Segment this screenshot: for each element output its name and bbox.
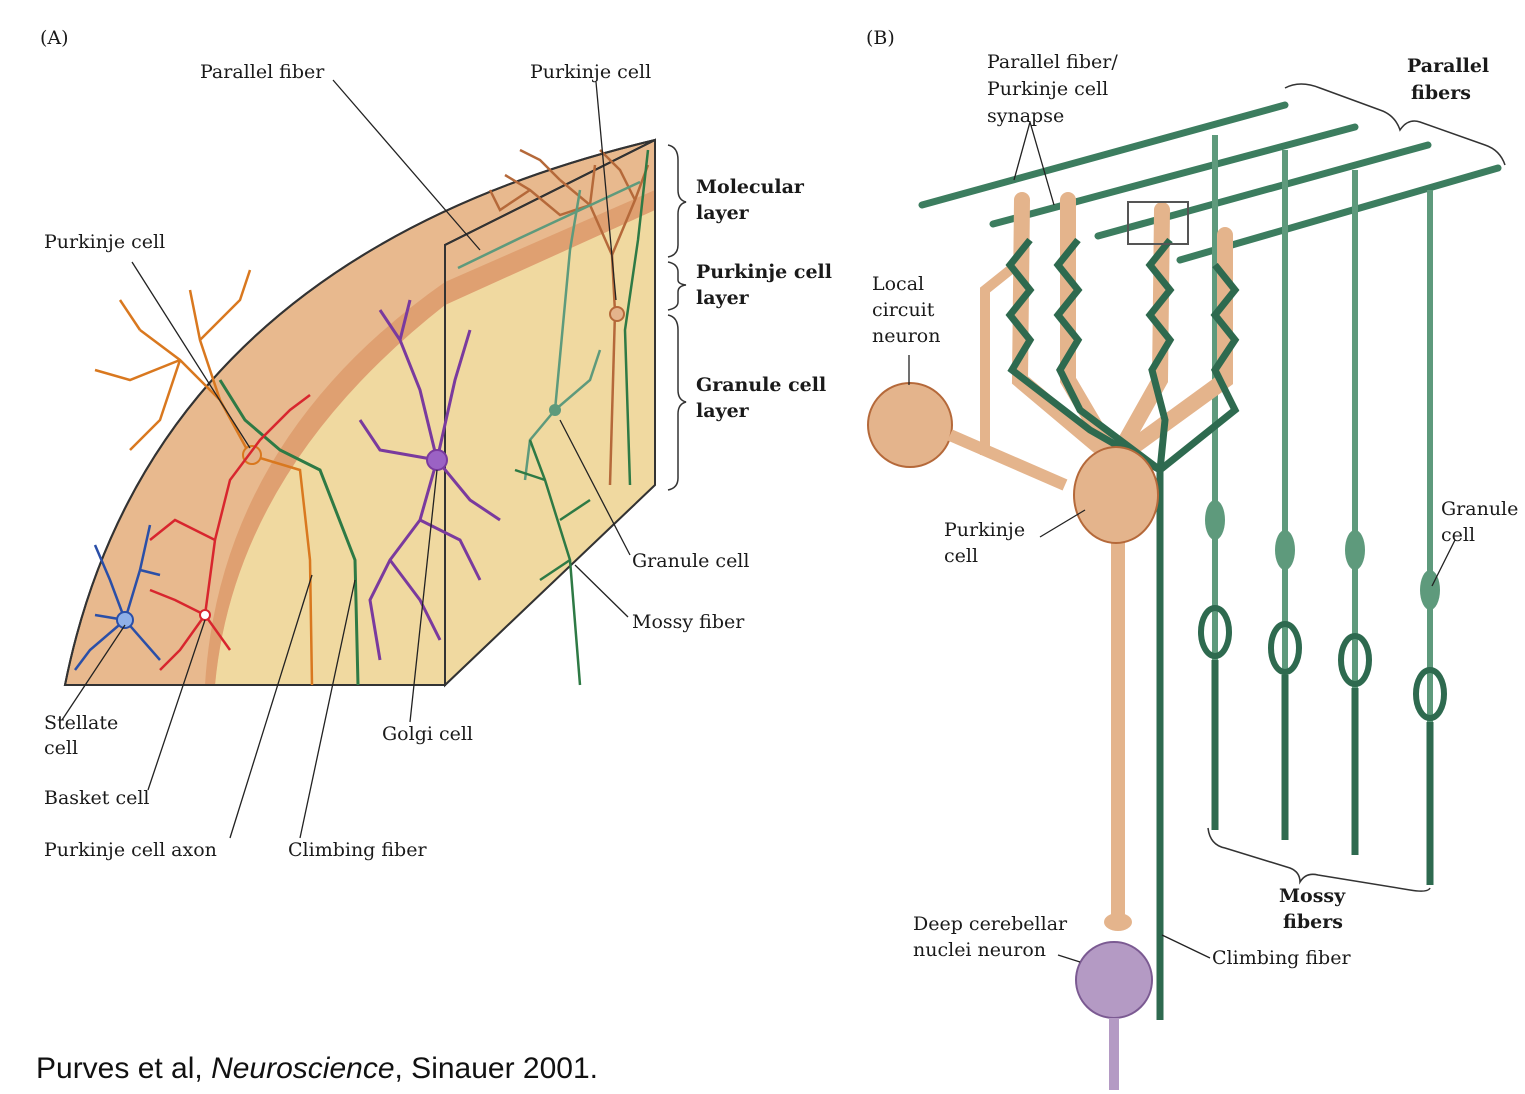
label-parallel-fibers-1: Parallel bbox=[1407, 55, 1489, 77]
panel-a: (A) bbox=[40, 27, 832, 861]
purkinje-terminal-b bbox=[1104, 913, 1132, 931]
label-climbing-fiber-b: Climbing fiber bbox=[1212, 947, 1351, 969]
panel-b: (B) bbox=[866, 27, 1518, 1090]
local-circuit-dendrite bbox=[985, 270, 1010, 455]
label-purkinje-layer-1: Purkinje cell bbox=[696, 261, 832, 283]
label-golgi-cell: Golgi cell bbox=[382, 723, 473, 745]
deep-nuclei-soma bbox=[1076, 942, 1152, 1018]
panel-b-leaders bbox=[909, 122, 1455, 962]
purkinje-dendrites-b bbox=[1020, 200, 1225, 460]
label-mossy-fibers-1: Mossy bbox=[1279, 885, 1346, 907]
label-granule-cell-a: Granule cell bbox=[632, 550, 749, 572]
local-circuit-axon bbox=[950, 435, 1065, 485]
label-synapse-2: Purkinje cell bbox=[987, 78, 1108, 100]
figure-caption: Purves et al, Neuroscience, Sinauer 2001… bbox=[36, 1052, 598, 1086]
label-deep-nuclei-1: Deep cerebellar bbox=[913, 913, 1068, 935]
label-purkinje-cell-top: Purkinje cell bbox=[530, 61, 651, 83]
label-stellate-1: Stellate bbox=[44, 712, 118, 734]
label-local-circuit-2: circuit bbox=[872, 299, 935, 321]
mossy-rosettes bbox=[1201, 608, 1444, 718]
label-granule-b-2: cell bbox=[1441, 524, 1475, 546]
purkinje-soma-side bbox=[610, 307, 624, 321]
golgi-soma bbox=[427, 450, 447, 470]
label-purkinje-layer-2: layer bbox=[696, 287, 750, 309]
label-molecular-layer-1: Molecular bbox=[696, 176, 805, 198]
label-granule-layer-2: layer bbox=[696, 400, 750, 422]
panel-a-tag: (A) bbox=[40, 27, 69, 49]
local-circuit-soma bbox=[868, 383, 952, 467]
label-mossy-fibers-2: fibers bbox=[1283, 911, 1343, 933]
label-purkinje-b-1: Purkinje bbox=[944, 519, 1025, 541]
caption-title: Neuroscience bbox=[211, 1052, 394, 1085]
label-mossy-fiber-a: Mossy fiber bbox=[632, 611, 745, 633]
caption-publisher: , Sinauer 2001. bbox=[395, 1052, 598, 1085]
layer-braces bbox=[668, 145, 686, 490]
caption-authors: Purves et al, bbox=[36, 1052, 211, 1085]
label-basket-cell: Basket cell bbox=[44, 787, 150, 809]
label-granule-b-1: Granule bbox=[1441, 498, 1518, 520]
label-purkinje-b-2: cell bbox=[944, 545, 978, 567]
label-climbing-fiber-a: Climbing fiber bbox=[288, 839, 427, 861]
label-molecular-layer-2: layer bbox=[696, 202, 750, 224]
label-local-circuit-3: neuron bbox=[872, 325, 940, 347]
basket-soma bbox=[200, 610, 210, 620]
parallel-fibers-b bbox=[922, 105, 1498, 260]
label-parallel-fibers-2: fibers bbox=[1411, 82, 1471, 104]
label-deep-nuclei-2: nuclei neuron bbox=[913, 939, 1046, 961]
granule-soma-a bbox=[549, 404, 561, 416]
label-synapse-3: synapse bbox=[987, 105, 1064, 127]
label-parallel-fiber: Parallel fiber bbox=[200, 61, 325, 83]
label-purkinje-cell-left: Purkinje cell bbox=[44, 231, 165, 253]
purkinje-soma-b bbox=[1074, 447, 1158, 543]
label-local-circuit-1: Local bbox=[872, 273, 924, 295]
label-granule-layer-1: Granule cell bbox=[696, 374, 826, 396]
panel-b-tag: (B) bbox=[866, 27, 895, 49]
label-synapse-1: Parallel fiber/ bbox=[987, 51, 1118, 73]
label-stellate-2: cell bbox=[44, 737, 78, 759]
mossy-fibers-b bbox=[1215, 660, 1430, 885]
label-purkinje-axon: Purkinje cell axon bbox=[44, 839, 217, 861]
granule-somas-b bbox=[1205, 500, 1440, 610]
granule-axons bbox=[1215, 135, 1430, 885]
